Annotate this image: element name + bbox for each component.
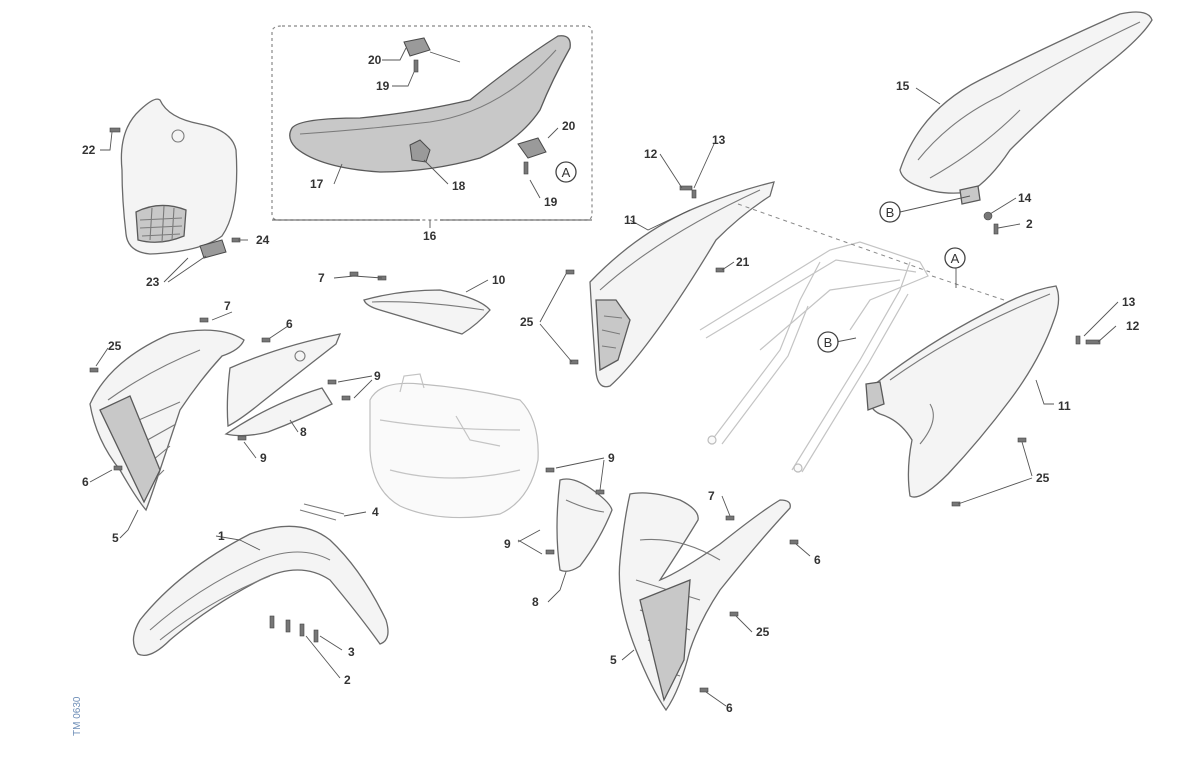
callout-7-center: 7 xyxy=(318,271,325,285)
callout-19-top: 19 xyxy=(376,79,390,93)
callout-6-left-bottom: 6 xyxy=(82,475,89,489)
callout-9-left-bottom: 9 xyxy=(260,451,267,465)
callout-1: 1 xyxy=(218,529,225,543)
callout-13-left: 13 xyxy=(712,133,726,147)
callout-9-left-top: 9 xyxy=(374,369,381,383)
radiator-shroud-right xyxy=(618,492,791,712)
callout-10: 10 xyxy=(492,273,506,287)
callout-labels: 20 19 20 19 17 18 16 22 24 23 7 6 25 6 5… xyxy=(82,53,1140,715)
callout-20-top: 20 xyxy=(368,53,382,67)
seat-bracket-rear xyxy=(517,137,547,159)
ref-a-subframe: A xyxy=(951,251,960,266)
ref-a-seat: A xyxy=(562,165,571,180)
fuel-tank xyxy=(369,373,539,519)
callout-3: 3 xyxy=(348,645,355,659)
callout-25-right-bottom: 25 xyxy=(756,625,770,639)
callout-8-center: 8 xyxy=(532,595,539,609)
seat-bracket-front xyxy=(403,37,431,57)
callout-4: 4 xyxy=(372,505,379,519)
callout-14: 14 xyxy=(1018,191,1032,205)
front-number-plate xyxy=(109,98,241,259)
callout-9-center-top: 9 xyxy=(608,451,615,465)
callout-25-right: 25 xyxy=(1036,471,1050,485)
callout-7-left: 7 xyxy=(224,299,231,313)
callout-25-left: 25 xyxy=(108,339,122,353)
hardware-fasteners xyxy=(89,185,1101,693)
callout-15: 15 xyxy=(896,79,910,93)
callout-11-right: 11 xyxy=(1058,399,1071,413)
callout-6-right-top: 6 xyxy=(814,553,821,567)
side-panel-right xyxy=(865,285,1060,498)
callout-6-left-top: 6 xyxy=(286,317,293,331)
callout-2-rear: 2 xyxy=(1026,217,1033,231)
callout-13-right: 13 xyxy=(1122,295,1136,309)
callout-2-front: 2 xyxy=(344,673,351,687)
seat-group xyxy=(271,25,593,228)
front-fender xyxy=(132,503,389,657)
callout-8-left: 8 xyxy=(300,425,307,439)
air-scoop-center xyxy=(545,467,613,572)
callout-5-right: 5 xyxy=(610,653,617,667)
radiator-shroud-left xyxy=(89,329,342,512)
callout-5-left: 5 xyxy=(112,531,119,545)
reference-markers: A A B B xyxy=(555,161,966,353)
callout-19-rear: 19 xyxy=(544,195,558,209)
callout-18: 18 xyxy=(452,179,466,193)
callout-21: 21 xyxy=(736,255,750,269)
mask-cover xyxy=(349,271,491,335)
callout-16: 16 xyxy=(423,229,437,243)
callout-12-right: 12 xyxy=(1126,319,1140,333)
side-panel-left xyxy=(589,181,775,388)
rear-fender xyxy=(899,11,1153,235)
subframe xyxy=(699,241,929,473)
ref-b-fender: B xyxy=(886,205,895,220)
seat-patch xyxy=(409,139,431,163)
callout-9-center-bottom: 9 xyxy=(504,537,511,551)
callout-25-center: 25 xyxy=(520,315,534,329)
leader-lines xyxy=(89,47,1119,707)
callout-17: 17 xyxy=(310,177,324,191)
callout-20-rear: 20 xyxy=(562,119,576,133)
callout-6-right-bottom: 6 xyxy=(726,701,733,715)
callout-12-left: 12 xyxy=(644,147,658,161)
air-scoop-left xyxy=(224,379,351,441)
callout-23: 23 xyxy=(146,275,160,289)
callout-7-right: 7 xyxy=(708,489,715,503)
ref-b-subframe: B xyxy=(824,335,833,350)
figure-code: TM 0630 xyxy=(72,696,83,736)
callout-11-left: 11 xyxy=(624,213,637,227)
callout-24: 24 xyxy=(256,233,270,247)
callout-22: 22 xyxy=(82,143,96,157)
